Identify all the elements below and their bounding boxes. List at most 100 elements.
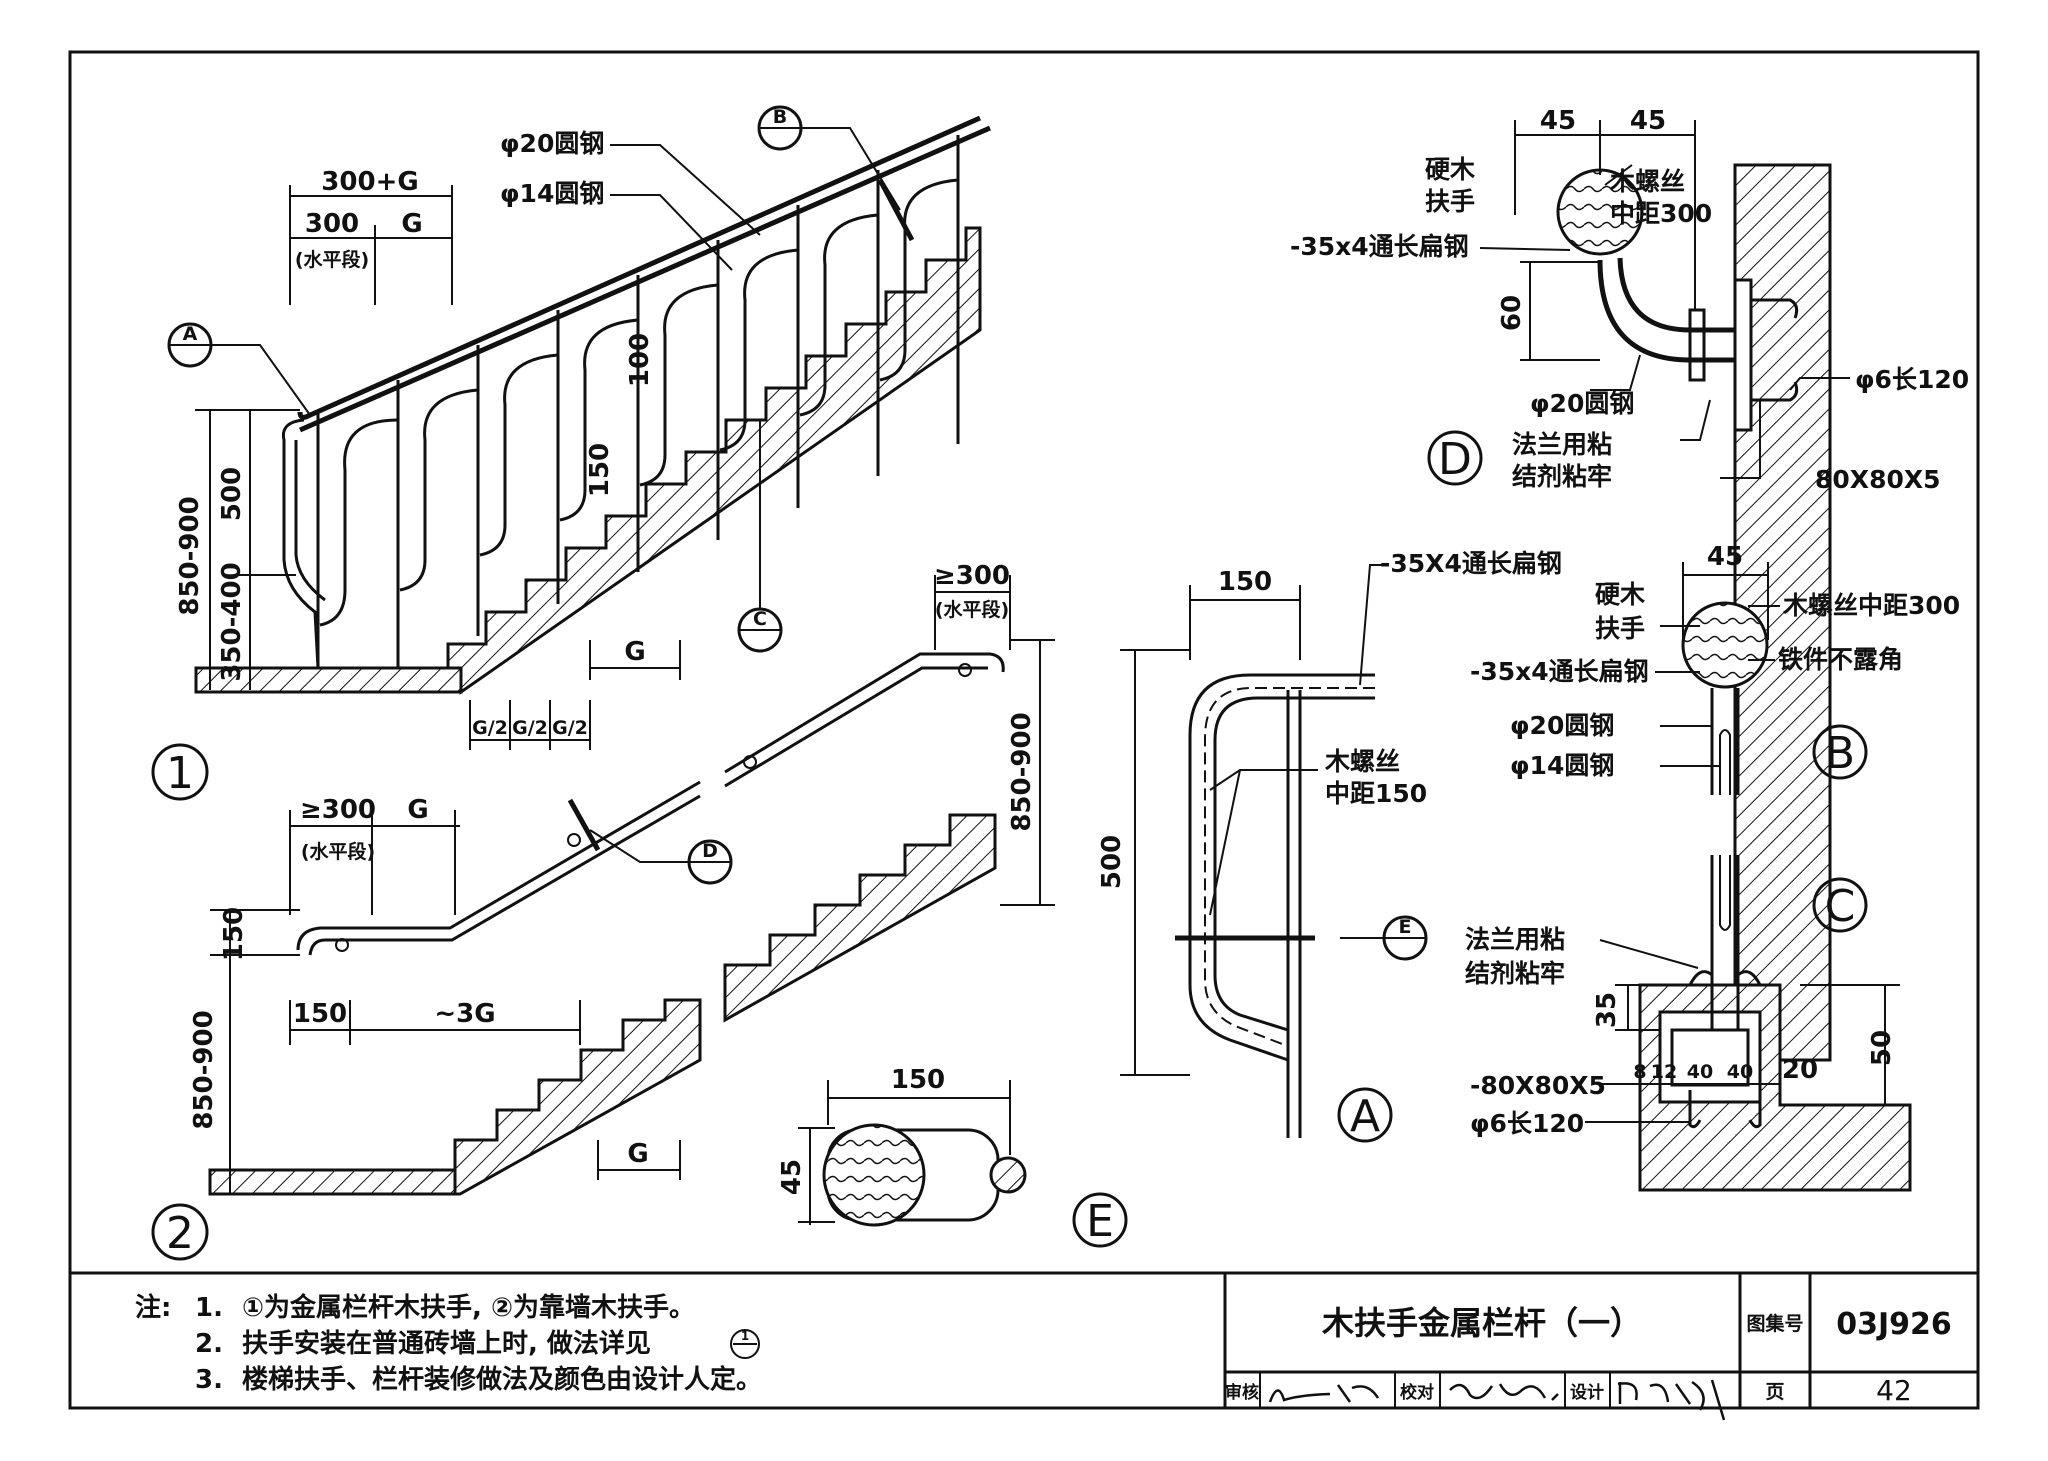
label-d-plate: 80X80X5	[1815, 465, 1941, 494]
dim-300: 300	[305, 209, 359, 239]
detail-d-letter: D	[1438, 434, 1472, 485]
note-2-num: 2.	[195, 1329, 223, 1359]
detail-1-railing: 300+G 300 G (水平段) 850-900 500 350-400 10…	[151, 105, 992, 801]
callout-e: E	[1382, 915, 1428, 961]
design-label: 设计	[1570, 1382, 1604, 1403]
label-bar14: φ14圆钢	[500, 179, 604, 208]
dim-c-40b: 40	[1727, 1061, 1753, 1083]
label-a-screw-pitch: 中距150	[1325, 779, 1427, 808]
callout-d: D	[589, 829, 733, 885]
label-d-bar20: φ20圆钢	[1530, 389, 1634, 418]
detail-c: 法兰用粘 结剂粘牢 35 50 -80X80X5 φ6长120 8 12 40 …	[1465, 855, 1912, 1192]
callout-a: A	[167, 322, 311, 416]
drawing-title: 木扶手金属栏杆（一）	[1321, 1304, 1642, 1342]
note-1-num: 1.	[195, 1293, 223, 1323]
label-d-hardwood: 硬木	[1425, 155, 1475, 184]
dim-2-b150: 150	[293, 999, 347, 1029]
dim-2-right-850-900: 850-900	[1007, 712, 1037, 831]
dim-half-g-3: G/2	[552, 717, 588, 739]
detail-b-letter: B	[1825, 728, 1855, 779]
svg-text:E: E	[1399, 916, 1412, 938]
dim-150: 150	[585, 443, 615, 497]
dim-c-50: 50	[1867, 1030, 1897, 1066]
note-horizontal: (水平段)	[295, 248, 369, 271]
note-2-ref: 1	[741, 1329, 749, 1343]
detail-a: 150 500 -35X4通长扁钢 木螺丝 中距150 E A	[1097, 549, 1562, 1143]
label-c-flange1: 法兰用粘	[1465, 925, 1565, 954]
dim-c-20: 20	[1782, 1055, 1818, 1085]
atlas-label: 图集号	[1746, 1312, 1803, 1335]
label-b-hardwood: 硬木	[1595, 580, 1645, 609]
dim-850-900: 850-900	[175, 496, 205, 615]
detail-2-wall-handrail: ≥300 G (水平段) 150 850-900 150 ~3G G ≥300 …	[151, 561, 1055, 1261]
sheet-border	[68, 50, 1980, 1410]
label-d-screw-pitch: 中距300	[1610, 199, 1712, 228]
label-c-plate: -80X80X5	[1470, 1071, 1606, 1100]
note-2: 扶手安装在普通砖墙上时, 做法详见	[242, 1328, 651, 1359]
dim-2-h150: 150	[219, 907, 249, 961]
handrail-2	[296, 780, 701, 951]
dim-a-500: 500	[1097, 835, 1127, 889]
stair-flight	[446, 226, 982, 695]
label-d-flat-steel: -35x4通长扁钢	[1290, 232, 1469, 261]
dim-2-3g: ~3G	[434, 999, 495, 1029]
note-1: ①为金属栏杆木扶手, ②为靠墙木扶手。	[242, 1292, 695, 1323]
detail-b: 45 硬木 扶手 -35x4通长扁钢 木螺丝中距300 铁件不露角 φ20圆钢 …	[1470, 542, 1960, 795]
dim-e-150: 150	[891, 1065, 945, 1095]
signature-check	[1449, 1383, 1559, 1401]
dim-a-150: 150	[1218, 567, 1272, 597]
dim-300-g: 300+G	[321, 167, 418, 197]
dim-100: 100	[625, 333, 655, 387]
note-3: 楼梯扶手、栏杆装修做法及颜色由设计人定。	[242, 1364, 762, 1395]
page-number: 42	[1876, 1374, 1912, 1407]
dim-2-tread-g: G	[627, 1139, 648, 1169]
signature-design	[1617, 1379, 1726, 1421]
dim-2-g: G	[407, 795, 428, 825]
label-b-screw: 木螺丝中距300	[1782, 591, 1960, 620]
dim-2-300: ≥300	[300, 795, 376, 825]
note-2-horizontal: (水平段)	[301, 840, 375, 863]
label-a-flat-steel: -35X4通长扁钢	[1380, 549, 1562, 578]
dim-2-850-900: 850-900	[189, 1010, 219, 1129]
dim-g: G	[401, 209, 422, 239]
svg-text:A: A	[183, 323, 198, 345]
notes-prefix: 注:	[135, 1292, 171, 1323]
label-b-bar20: φ20圆钢	[1510, 711, 1614, 740]
note-2-right: (水平段)	[935, 598, 1009, 621]
floor-slab	[194, 666, 463, 694]
signature-review	[1268, 1384, 1380, 1403]
balusters	[316, 135, 960, 668]
detail-2-badge	[151, 1203, 209, 1261]
label-b-handrail: 扶手	[1595, 614, 1645, 643]
dim-c-35: 35	[1592, 992, 1622, 1028]
note-3-num: 3.	[195, 1365, 223, 1395]
detail-a-letter: A	[1350, 1091, 1380, 1142]
notes: 注: 1. ①为金属栏杆木扶手, ②为靠墙木扶手。 2. 扶手安装在普通砖墙上时…	[135, 1292, 762, 1395]
callout-b: B	[757, 105, 901, 211]
callout-c: C	[737, 420, 783, 653]
dim-d-60: 60	[1497, 295, 1527, 331]
dim-e-45: 45	[777, 1159, 807, 1195]
handrail-return	[281, 418, 320, 669]
label-b-no-corner: 铁件不露角	[1778, 645, 1903, 674]
detail-e-letter: E	[1086, 1196, 1114, 1247]
label-bar20: φ20圆钢	[500, 129, 604, 158]
dim-tread-g: G	[624, 637, 645, 667]
stair-flight-2	[453, 998, 702, 1196]
detail-1-badge	[151, 743, 209, 801]
detail-e: 150 45 E	[777, 1065, 1128, 1248]
dim-half-g-1: G/2	[472, 717, 508, 739]
detail-1-number: 1	[166, 748, 194, 799]
dim-2-right-300: ≥300	[934, 561, 1010, 591]
check-label: 校对	[1400, 1382, 1434, 1403]
label-d-handrail: 扶手	[1425, 187, 1475, 216]
detail-d: 45 45 硬木 扶手 木螺丝 中距300 -35x4通长扁钢 60 φ20圆钢…	[1290, 106, 1969, 1062]
label-b-flat-steel: -35x4通长扁钢	[1470, 657, 1649, 686]
handrail-1	[297, 115, 982, 420]
svg-text:D: D	[702, 840, 718, 862]
dim-c-12: 12	[1651, 1061, 1677, 1083]
label-d-screw: 木螺丝	[1609, 167, 1685, 196]
dim-b-45: 45	[1707, 542, 1743, 572]
